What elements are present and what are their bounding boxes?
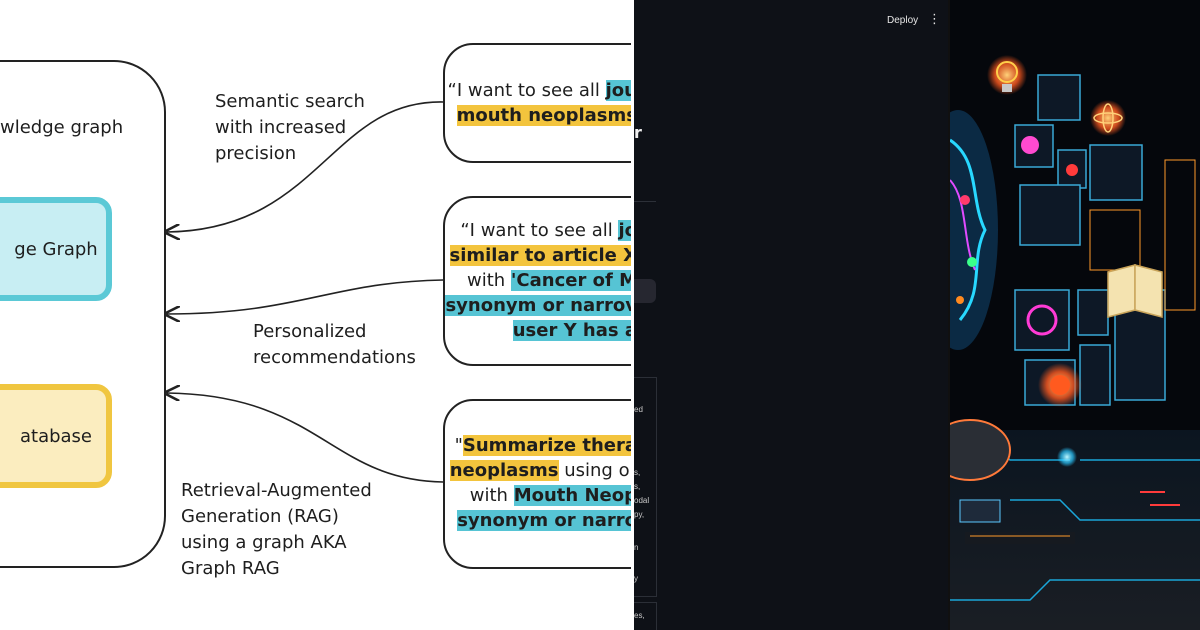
rag-line-1: Retrieval-Augmented bbox=[181, 480, 372, 501]
lightbulb-icon bbox=[987, 55, 1027, 95]
fragment-2: s, bbox=[634, 468, 641, 477]
fragment-5: py, bbox=[634, 510, 645, 519]
semantic-line-1: Semantic search bbox=[215, 91, 365, 112]
personalized-line-1: Personalized bbox=[253, 321, 367, 342]
semantic-search-label: Semantic search with increased precision bbox=[215, 89, 365, 167]
knowledge-graph-heading: wledge graph bbox=[0, 117, 124, 138]
neon-tech-illustration bbox=[950, 0, 1200, 630]
fragment-6: n bbox=[634, 543, 639, 552]
q3-hl-2: neoplasms bbox=[449, 460, 559, 481]
q2-plain-3: with bbox=[466, 270, 511, 291]
panel-divider-1 bbox=[631, 0, 634, 630]
fragment-4: odal bbox=[634, 496, 650, 505]
app-result-card bbox=[634, 377, 657, 597]
brain-icon bbox=[950, 110, 998, 350]
app-divider bbox=[634, 201, 656, 202]
streamlit-app-panel: Deploy ⋮ r ed s, s, odal py, n y es, bbox=[634, 0, 950, 630]
q3-hl-4: synonym or narro bbox=[457, 510, 634, 531]
connector-arrows bbox=[0, 101, 444, 483]
arrow-rag bbox=[167, 393, 444, 483]
q3-plain-3: with bbox=[469, 485, 514, 506]
query-1-text: “I want to see all jou mouth neoplasms bbox=[448, 78, 634, 128]
diagram-panel: wledge graph ge Graph atabase Semantic s… bbox=[0, 43, 634, 582]
app-heading-fragment: r bbox=[634, 123, 642, 142]
ai-illustration-panel bbox=[950, 0, 1200, 630]
fragment-1: ed bbox=[634, 405, 643, 414]
knowledge-graph-label: ge Graph bbox=[14, 238, 98, 260]
q3-plain-2: using or bbox=[558, 460, 634, 481]
rag-line-3: using a graph AKA bbox=[181, 532, 347, 553]
personalized-line-2: recommendations bbox=[253, 347, 416, 368]
database-box: atabase bbox=[0, 384, 112, 488]
arrow-personalized bbox=[167, 279, 444, 314]
query-box-2: “I want to see all jo similar to article… bbox=[443, 196, 634, 366]
main-menu-icon[interactable]: ⋮ bbox=[928, 12, 941, 27]
knowledge-graph-box: ge Graph bbox=[0, 197, 112, 301]
rag-label: Retrieval-Augmented Generation (RAG) usi… bbox=[181, 478, 372, 582]
q2-hl-2: similar to article X bbox=[449, 245, 634, 266]
personalized-label: Personalized recommendations bbox=[253, 319, 416, 371]
q2-hl-1: jo bbox=[618, 220, 634, 241]
app-text-input[interactable] bbox=[634, 279, 656, 303]
panel-divider-2 bbox=[948, 0, 950, 630]
atom-icon bbox=[1090, 100, 1126, 136]
rag-line-4: Graph RAG bbox=[181, 558, 280, 579]
q3-plain-1: " bbox=[454, 435, 463, 456]
q2-hl-5: user Y has a bbox=[512, 320, 634, 341]
fragment-3: s, bbox=[634, 482, 641, 491]
q3-hl-3: Mouth Neop bbox=[513, 485, 634, 506]
q1-hl-2: mouth neoplasms bbox=[456, 105, 634, 126]
query-2-text: “I want to see all jo similar to article… bbox=[445, 218, 634, 343]
q2-plain-1: “I want to see all bbox=[460, 220, 619, 241]
fragment-7: y bbox=[634, 574, 638, 583]
fragment-8: es, bbox=[634, 611, 645, 620]
book-icon bbox=[1107, 264, 1163, 318]
arrow-semantic bbox=[167, 101, 444, 232]
deploy-button[interactable]: Deploy bbox=[887, 15, 919, 26]
query-3-text: "Summarize thera neoplasms using or with… bbox=[449, 433, 634, 533]
q2-hl-4: synonym or narrov bbox=[445, 295, 634, 316]
database-label: atabase bbox=[19, 425, 93, 447]
query-box-1: “I want to see all jou mouth neoplasms bbox=[443, 43, 634, 163]
query-box-3: "Summarize thera neoplasms using or with… bbox=[443, 399, 634, 569]
semantic-line-2: with increased bbox=[215, 117, 347, 138]
semantic-line-3: precision bbox=[215, 143, 297, 164]
q3-hl-1: Summarize thera bbox=[462, 435, 634, 456]
app-result-card-2 bbox=[634, 602, 657, 630]
q2-hl-3: 'Cancer of M bbox=[510, 270, 634, 291]
q1-hl-1: jou bbox=[605, 80, 634, 101]
rag-line-2: Generation (RAG) bbox=[181, 506, 339, 527]
q1-plain: “I want to see all bbox=[447, 80, 606, 101]
